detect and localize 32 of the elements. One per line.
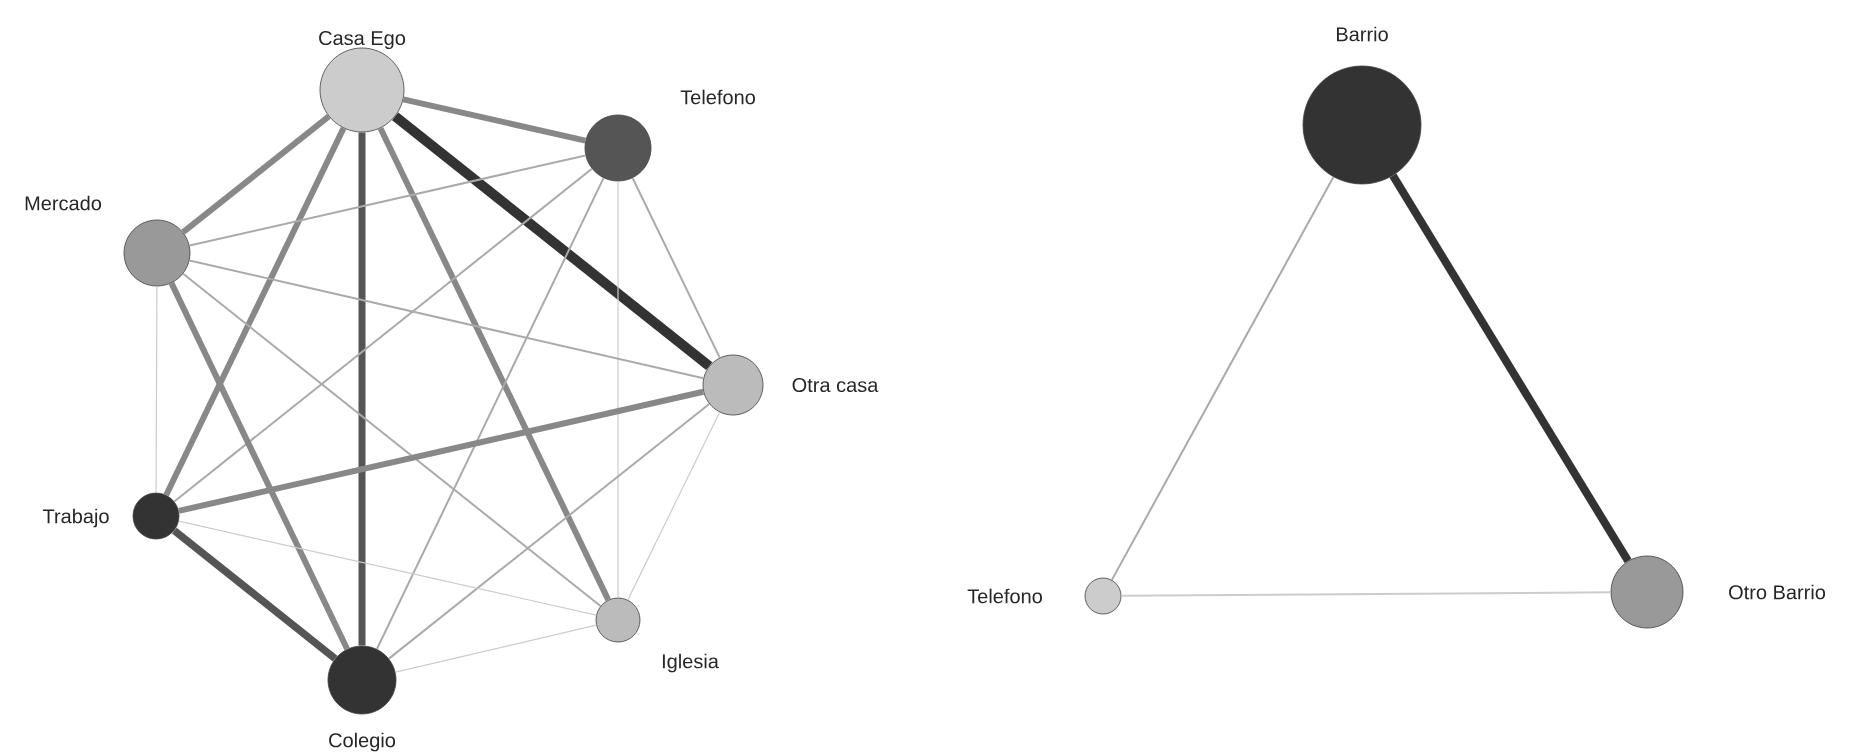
node-label: Otro Barrio (1729, 584, 1826, 600)
edge-line (182, 272, 602, 608)
edge-line (375, 177, 605, 650)
edge-line (163, 126, 347, 497)
edge-line (168, 281, 350, 651)
edge-line (627, 411, 721, 601)
node-label: Otra casa (792, 377, 879, 393)
edge-line (188, 154, 587, 247)
edge-line (181, 114, 331, 235)
edge-line (155, 285, 158, 494)
edge-line (178, 388, 705, 514)
node-label: Telefono (967, 588, 1042, 604)
node-label: Iglesia (662, 653, 719, 673)
edge-line (631, 177, 721, 359)
edge-line (171, 527, 338, 662)
node-label: Barrio (1337, 26, 1388, 42)
edge-line (377, 126, 611, 602)
node-label: Trabajo (42, 508, 109, 528)
edge-line (173, 167, 593, 503)
edge-line (1120, 591, 1612, 597)
node-label: Colegio (329, 732, 396, 752)
node-label: Mercado (25, 195, 102, 211)
edge-line (387, 402, 711, 660)
edge-line (402, 96, 587, 144)
edge-line (1389, 173, 1632, 564)
edge-line (392, 112, 713, 370)
node-label: Telefono (680, 89, 755, 105)
edge-line (1110, 176, 1335, 581)
node-label: Casa Ego (319, 30, 406, 50)
edge-line (394, 624, 597, 673)
edge-line (188, 259, 705, 380)
edge-line (178, 520, 597, 616)
